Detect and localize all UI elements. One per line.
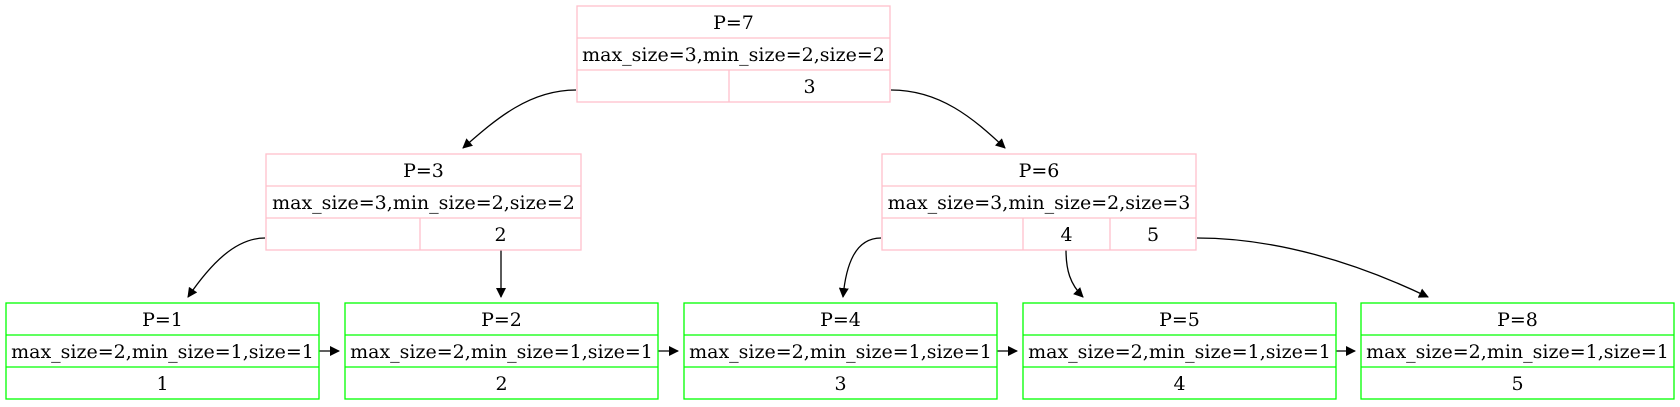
child-arrow-p6-p4 <box>838 237 882 298</box>
node-title: P=8 <box>1497 309 1538 331</box>
node-info: max_size=2,min_size=1,size=1 <box>11 341 314 363</box>
node-key: 2 <box>494 224 506 246</box>
node-value: 3 <box>834 373 846 395</box>
node-value: 4 <box>1173 373 1185 395</box>
node-title: P=2 <box>481 309 522 331</box>
node-border <box>5 302 320 400</box>
internal-node-p3: P=3 max_size=3,min_size=2,size=2 2 <box>265 153 582 251</box>
internal-node-p7: P=7 max_size=3,min_size=2,size=2 3 <box>576 5 891 103</box>
child-arrow-p7-p6 <box>890 89 1006 149</box>
child-arrow-p6-p8 <box>1196 237 1429 298</box>
node-border <box>1022 302 1337 400</box>
node-key: 3 <box>803 76 815 98</box>
leaf-node-p2: P=2 max_size=2,min_size=1,size=1 2 <box>344 302 659 400</box>
node-key: 5 <box>1147 224 1159 246</box>
node-border <box>576 5 891 103</box>
node-info: max_size=2,min_size=1,size=1 <box>350 341 653 363</box>
node-title: P=6 <box>1019 160 1060 182</box>
node-border <box>881 153 1197 251</box>
node-title: P=7 <box>713 12 754 34</box>
node-title: P=3 <box>403 160 444 182</box>
child-arrow-p6-p5 <box>1065 249 1084 298</box>
nodes-layer: P=7max_size=3,min_size=2,size=23P=3max_s… <box>5 5 1675 400</box>
node-title: P=5 <box>1159 309 1200 331</box>
child-arrow-p3-p1 <box>187 237 266 298</box>
node-border <box>344 302 659 400</box>
node-info: max_size=3,min_size=2,size=2 <box>272 192 575 214</box>
leaf-node-p4: P=4 max_size=2,min_size=1,size=1 3 <box>683 302 998 400</box>
node-border <box>265 153 582 251</box>
node-info: max_size=2,min_size=1,size=1 <box>1028 341 1331 363</box>
node-border <box>683 302 998 400</box>
leaf-node-p8: P=8 max_size=2,min_size=1,size=1 5 <box>1360 302 1675 400</box>
node-key: 4 <box>1060 224 1072 246</box>
node-info: max_size=3,min_size=2,size=3 <box>888 192 1191 214</box>
node-value: 5 <box>1511 373 1523 395</box>
node-title: P=4 <box>820 309 861 331</box>
node-info: max_size=2,min_size=1,size=1 <box>1366 341 1669 363</box>
child-arrow-p7-p3 <box>462 89 577 149</box>
node-border <box>1360 302 1675 400</box>
leaf-node-p5: P=5 max_size=2,min_size=1,size=1 4 <box>1022 302 1337 400</box>
leaf-node-p1: P=1 max_size=2,min_size=1,size=1 1 <box>5 302 320 400</box>
edges-layer <box>187 89 1429 356</box>
node-value: 1 <box>156 373 168 395</box>
node-info: max_size=2,min_size=1,size=1 <box>689 341 992 363</box>
node-info: max_size=3,min_size=2,size=2 <box>582 44 885 66</box>
node-value: 2 <box>495 373 507 395</box>
node-title: P=1 <box>142 309 183 331</box>
internal-node-p6: P=6 max_size=3,min_size=2,size=3 4 5 <box>881 153 1197 251</box>
